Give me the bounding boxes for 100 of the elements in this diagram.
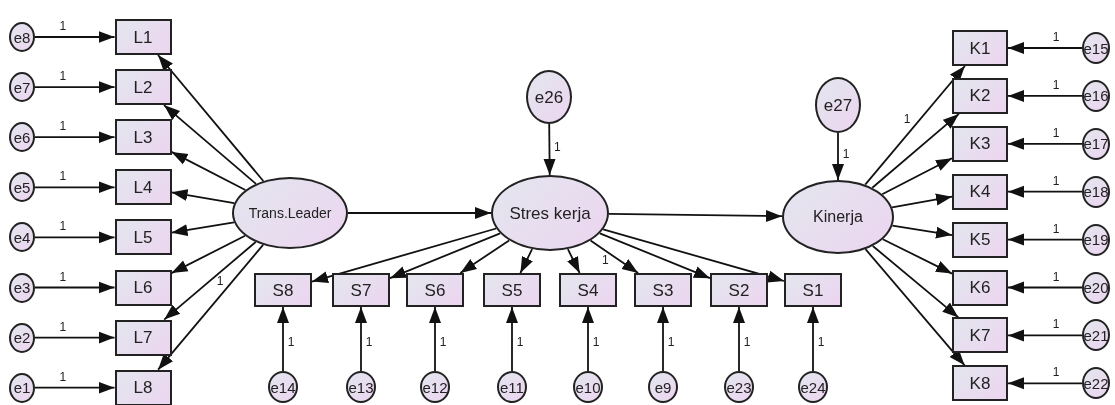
arrow <box>34 31 116 43</box>
arrow <box>567 248 581 274</box>
variable-label: K7 <box>969 326 991 344</box>
edge-label: 1 <box>1051 78 1061 91</box>
error-term-circle <box>1082 367 1110 400</box>
latent-variable-ellipse <box>782 180 894 254</box>
variable-label: L6 <box>133 279 153 296</box>
edge-label: 1 <box>58 120 68 133</box>
indicator-box <box>952 365 1008 402</box>
indicator-box <box>952 173 1008 210</box>
arrow <box>277 306 289 372</box>
variable-label: e7 <box>13 79 31 95</box>
error-term-circle <box>1082 175 1110 208</box>
arrow <box>347 207 492 219</box>
variable-label: e17 <box>1083 136 1109 152</box>
error-term-circle <box>1082 79 1110 112</box>
edge-label: 1 <box>816 336 826 349</box>
variable-label: S3 <box>652 281 674 299</box>
edge-label: 1 <box>58 70 68 83</box>
edge-label: 1 <box>600 253 610 266</box>
arrow <box>864 65 966 186</box>
arrow <box>34 381 116 394</box>
variable-label: L3 <box>133 128 153 146</box>
indicator-box <box>952 125 1008 162</box>
variable-label: K1 <box>969 39 991 57</box>
error-term-circle <box>648 371 678 403</box>
arrow <box>543 123 556 176</box>
arrow <box>608 210 783 222</box>
edge-label: 1 <box>58 320 68 333</box>
variable-label: e6 <box>13 129 31 145</box>
variable-label: e9 <box>654 379 672 395</box>
error-term-circle <box>9 122 35 153</box>
indicator-box <box>784 273 842 307</box>
variable-label: L8 <box>133 379 153 397</box>
error-term-circle <box>420 371 450 403</box>
variable-label: K4 <box>969 183 991 201</box>
error-term-circle <box>1082 127 1110 160</box>
indicator-box <box>114 19 172 55</box>
arrow <box>807 306 819 372</box>
error-term-circle <box>9 322 35 353</box>
edge-label: 1 <box>1051 222 1061 235</box>
arrow <box>34 181 116 194</box>
variable-label: K6 <box>969 279 991 296</box>
indicator-box <box>559 273 617 307</box>
edge-label: 1 <box>438 336 448 349</box>
indicator-box <box>634 273 692 307</box>
error-term-circle <box>798 371 828 403</box>
error-term-circle <box>1082 319 1110 352</box>
variable-label: e14 <box>270 379 296 395</box>
arrow <box>881 238 953 275</box>
arrow <box>34 281 116 294</box>
variable-label: L2 <box>133 78 153 96</box>
error-term-circle <box>724 371 754 403</box>
indicator-box <box>114 69 172 106</box>
variable-label: Kinerja <box>813 209 863 225</box>
arrow <box>170 189 236 205</box>
variable-label: e3 <box>13 280 31 295</box>
edge-label: 1 <box>1051 366 1061 379</box>
arrow <box>157 244 264 371</box>
indicator-box <box>483 273 541 307</box>
variable-label: K2 <box>969 87 991 105</box>
arrow <box>1007 137 1083 150</box>
arrow <box>34 131 116 144</box>
arrow <box>163 241 257 321</box>
error-term-circle <box>268 371 298 403</box>
indicator-box <box>114 169 172 206</box>
indicator-box <box>114 269 172 306</box>
error-term-circle <box>1082 32 1110 64</box>
variable-label: e22 <box>1083 375 1109 391</box>
arrow <box>891 224 953 239</box>
indicator-box <box>114 319 172 356</box>
edge-label: 1 <box>1051 31 1061 43</box>
arrow <box>1007 89 1083 102</box>
indicator-box <box>952 317 1008 354</box>
arrow <box>157 54 265 182</box>
arrow <box>170 221 235 236</box>
arrow <box>589 239 639 274</box>
error-term-circle <box>9 72 35 103</box>
variable-label: e10 <box>575 379 601 395</box>
edge-label: 1 <box>364 336 374 349</box>
error-term-circle <box>526 70 572 124</box>
variable-label: e11 <box>500 379 524 395</box>
variable-label: e24 <box>800 379 826 395</box>
arrow <box>1007 185 1083 198</box>
arrow <box>891 193 953 209</box>
arrow <box>506 306 518 372</box>
edge-label: 1 <box>666 336 676 349</box>
arrow <box>170 234 246 274</box>
variable-label: e5 <box>13 179 31 195</box>
indicator-box <box>114 119 172 156</box>
edge-label: 1 <box>58 370 68 383</box>
indicator-box <box>114 219 172 256</box>
edge-label: 1 <box>58 170 68 183</box>
edge-label: 1 <box>841 148 851 161</box>
variable-label: S7 <box>350 281 372 299</box>
indicator-box <box>254 273 312 307</box>
arrow <box>599 232 711 280</box>
arrow <box>1007 233 1083 246</box>
latent-variable-ellipse <box>232 177 348 249</box>
variable-label: K5 <box>969 231 991 249</box>
